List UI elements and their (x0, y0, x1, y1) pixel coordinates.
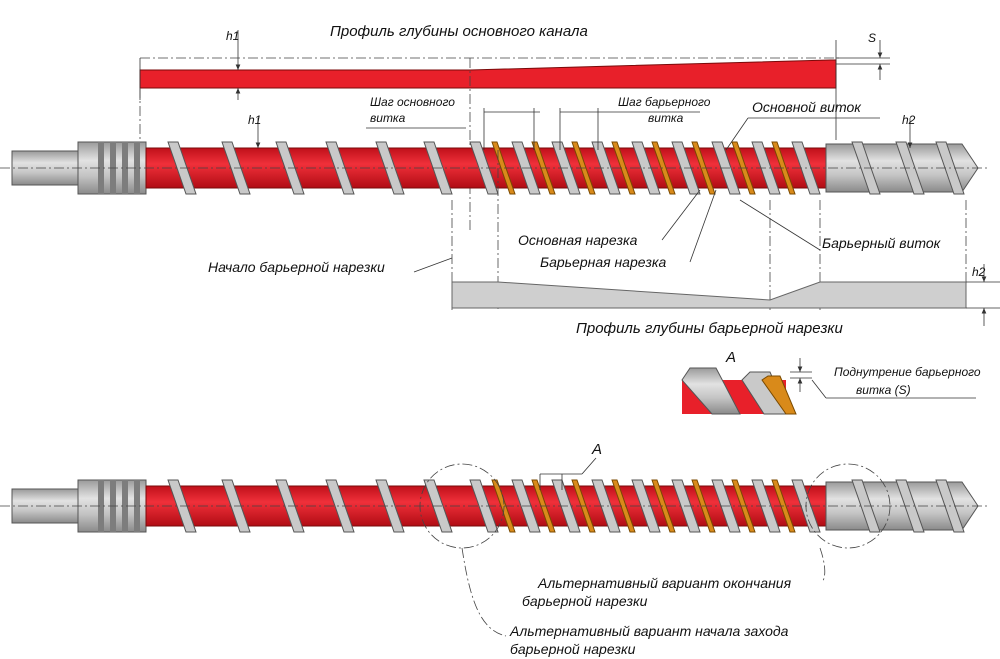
barrier-flight (651, 141, 676, 195)
main-pitch-line1: Шаг основного (370, 95, 455, 109)
alt-start-circle (419, 463, 505, 549)
h1-top-label: h1 (226, 29, 239, 43)
barrier-pitch-line2: витка (648, 111, 684, 125)
barrier-profile-title: Профиль глубины барьерной нарезки (576, 320, 844, 337)
detail-a-view (681, 358, 976, 415)
barrier-profile-bar (451, 281, 967, 309)
main-flight (631, 479, 661, 533)
main-flight (591, 479, 621, 533)
s-top-label: S (868, 31, 876, 45)
barrier-flight (611, 479, 636, 533)
barrier-thread-label: Барьерная нарезка (540, 254, 667, 270)
main-profile-bar (139, 59, 837, 89)
alt-end-circle (805, 463, 891, 549)
detail-a-label: A (725, 349, 736, 366)
alt-end-line1: Альтернативный вариант окончания (537, 575, 792, 591)
barrier-flights (491, 479, 796, 533)
screw-bottom (0, 479, 990, 533)
main-channel-profile (139, 30, 890, 230)
undercut-line2: витка (S) (856, 383, 911, 397)
main-flight (375, 141, 405, 195)
annotation-lines-top (255, 108, 967, 310)
main-flight (375, 479, 405, 533)
main-flight (325, 479, 355, 533)
barrier-flight (611, 141, 636, 195)
h2-screw-label: h2 (902, 113, 916, 127)
alt-end-line2: барьерной нарезки (522, 593, 648, 609)
barrier-depth-profile (451, 264, 1000, 326)
main-thread-label: Основная нарезка (518, 232, 638, 248)
main-profile-title: Профиль глубины основного канала (330, 23, 588, 40)
main-flight (469, 479, 499, 533)
barrier-pitch-line1: Шаг барьерного (618, 95, 711, 109)
alt-start-line1: Альтернативный вариант начала захода (509, 623, 789, 639)
main-flight (325, 141, 355, 195)
main-flight (631, 141, 661, 195)
barrier-start-label: Начало барьерной нарезки (208, 259, 385, 275)
annotation-lines-bottom (419, 457, 891, 637)
barrier-flight-label: Барьерный виток (822, 235, 942, 251)
main-pitch-line2: витка (370, 111, 406, 125)
undercut-line1: Поднутрение барьерного (834, 365, 981, 379)
main-flight-label: Основной виток (752, 99, 862, 115)
h2-profile-label: h2 (972, 265, 986, 279)
main-flight (591, 141, 621, 195)
h1-screw-label: h1 (248, 113, 261, 127)
detail-a-bottom-label: A (591, 441, 602, 458)
alt-start-line2: барьерной нарезки (510, 641, 636, 657)
barrier-flight (651, 479, 676, 533)
screw-top (0, 141, 990, 195)
